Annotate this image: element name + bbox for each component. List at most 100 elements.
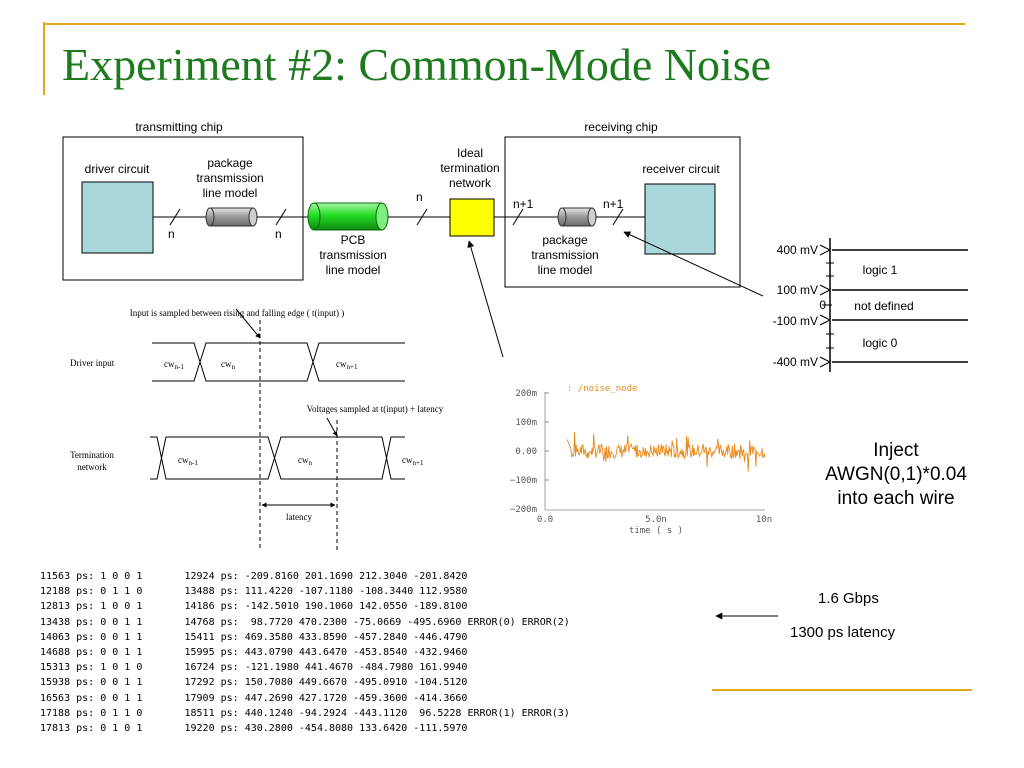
level-tick-mark — [819, 356, 832, 368]
data-rate-label: 1.6 Gbps — [818, 590, 879, 607]
levels-pointer-arrow — [623, 231, 764, 297]
package-cylinder-rx — [557, 207, 597, 227]
level-tick-mark — [819, 244, 832, 256]
level-label: -100 mV — [773, 314, 818, 328]
bus-slash — [416, 208, 428, 226]
log-line: 15938 ps: 0 0 1 1 17292 ps: 150.7080 449… — [40, 677, 468, 689]
region-not-defined: not defined — [854, 299, 913, 313]
latency-note: Voltages sampled at t(input) + latency — [307, 404, 444, 414]
region-logic-0: logic 0 — [863, 336, 898, 350]
level-label: -400 mV — [773, 355, 818, 369]
y-tick-label: 200m — [515, 389, 537, 399]
latency-note-arrow — [326, 417, 338, 437]
logic-levels: 400 mV 100 mV 0 -100 mV -400 mV logic 1 … — [773, 238, 968, 372]
termination-network-label-line2: network — [77, 462, 107, 472]
pcb-label-line3: line model — [326, 263, 381, 277]
slide-title: Experiment #2: Common-Mode Noise — [62, 39, 772, 90]
plot-x-label: time ( s ) — [629, 526, 683, 536]
log-line: 14063 ps: 0 0 1 1 15411 ps: 469.3580 433… — [40, 631, 468, 643]
transmitting-chip-box — [62, 136, 304, 281]
y-tick-label: 0.00 — [515, 447, 537, 457]
termination-label-line2: termination — [440, 161, 499, 175]
receiver-circuit-label: receiver circuit — [642, 162, 720, 176]
log-line: 13438 ps: 0 0 1 1 14768 ps: 98.7720 470.… — [40, 616, 570, 628]
term-cw-prev: cwn-1 — [178, 455, 198, 467]
term-cw-cur: cwn — [298, 455, 313, 467]
termination-network-label-line1: Termination — [70, 450, 114, 460]
latency-label: latency — [286, 512, 312, 522]
driver-eye-lower — [152, 342, 405, 382]
log-line: 15313 ps: 1 0 1 0 16724 ps: -121.1980 44… — [40, 662, 468, 674]
driver-input-label: Driver input — [70, 358, 115, 368]
noise-waveform — [566, 431, 766, 472]
region-logic-1: logic 1 — [863, 263, 898, 277]
pcb-cylinder — [307, 202, 389, 231]
driver-circuit-box — [81, 181, 154, 254]
level-label: 0 — [819, 298, 826, 312]
inject-line1: Inject — [873, 440, 919, 461]
simulation-log: 11563 ps: 1 0 0 1 12924 ps: -209.8160 20… — [40, 569, 570, 736]
bus-width-n-plus-1: n+1 — [513, 197, 534, 211]
noise-injection-arrow — [467, 240, 504, 358]
term-cw-next: cwn+1 — [402, 455, 424, 467]
y-tick-label: −100m — [510, 476, 537, 486]
termination-label-line3: network — [449, 176, 492, 190]
inject-line2: AWGN(0,1)*0.04 — [825, 464, 967, 485]
bus-slash — [169, 208, 181, 226]
driver-cw-next: cwn+1 — [336, 359, 358, 371]
package-model-bottom-line3: line model — [538, 263, 593, 277]
driver-circuit-label: driver circuit — [85, 162, 150, 176]
pcb-label-line2: transmission — [319, 248, 386, 262]
sample-note-arrow — [235, 308, 261, 339]
driver-cw-cur: cwn — [221, 359, 236, 371]
bus-slash — [512, 208, 524, 226]
timing-diagram: Input is sampled between rising and fall… — [70, 308, 444, 550]
log-line: 17813 ps: 0 1 0 1 19220 ps: 430.2800 -45… — [40, 722, 468, 734]
plot-legend: : /noise_node — [567, 384, 637, 394]
package-model-bottom-line2: transmission — [531, 248, 598, 262]
bus-width-n: n — [275, 227, 282, 241]
x-tick-label: 0.0 — [537, 515, 553, 525]
level-label: 100 mV — [777, 283, 818, 297]
package-model-top-line1: package — [207, 156, 253, 170]
receiving-chip-box — [504, 136, 741, 288]
package-model-top-line2: transmission — [196, 171, 263, 185]
level-label: 400 mV — [777, 243, 818, 257]
receiver-circuit-box — [644, 183, 716, 255]
log-line: 12188 ps: 0 1 1 0 13488 ps: 111.4220 -10… — [40, 586, 468, 598]
bus-width-n: n — [168, 227, 175, 241]
driver-eye-upper — [152, 342, 405, 382]
log-line: 11563 ps: 1 0 0 1 12924 ps: -209.8160 20… — [40, 571, 468, 582]
inject-line3: into each wire — [837, 488, 954, 509]
x-tick-label: 5.0n — [645, 515, 667, 525]
receiving-chip-label: receiving chip — [584, 120, 658, 134]
sample-note: Input is sampled between rising and fall… — [130, 308, 344, 318]
bus-slash — [612, 208, 624, 226]
latency-value-label: 1300 ps latency — [790, 624, 896, 641]
termination-label-line1: Ideal — [457, 146, 483, 160]
transmitting-chip-label: transmitting chip — [135, 120, 223, 134]
bus-width-n: n — [416, 190, 423, 204]
y-tick-label: 100m — [515, 418, 537, 428]
pcb-label-line1: PCB — [341, 233, 366, 247]
noise-plot: : /noise_node 200m 100m 0.00 −100m −200m… — [510, 384, 772, 536]
log-line: 16563 ps: 0 0 1 1 17909 ps: 447.2690 427… — [40, 692, 468, 704]
log-line: 12813 ps: 1 0 0 1 14186 ps: -142.5010 19… — [40, 601, 468, 613]
level-tick-mark — [819, 284, 832, 296]
log-line: 17188 ps: 0 1 1 0 18511 ps: 440.1240 -94… — [40, 707, 570, 719]
y-tick-label: −200m — [510, 505, 537, 515]
bus-width-n-plus-1: n+1 — [603, 197, 624, 211]
package-model-bottom-line1: package — [542, 233, 588, 247]
termination-eye-lower — [150, 436, 405, 480]
bus-slash — [275, 208, 287, 226]
package-model-top-line3: line model — [203, 186, 258, 200]
level-tick-mark — [819, 314, 832, 326]
log-line: 14688 ps: 0 0 1 1 15995 ps: 443.0790 443… — [40, 646, 468, 658]
driver-cw-prev: cwn-1 — [164, 359, 184, 371]
termination-box — [449, 198, 495, 237]
block-diagram: transmitting chip driver circuit package… — [62, 120, 741, 288]
x-tick-label: 10n — [756, 515, 772, 525]
